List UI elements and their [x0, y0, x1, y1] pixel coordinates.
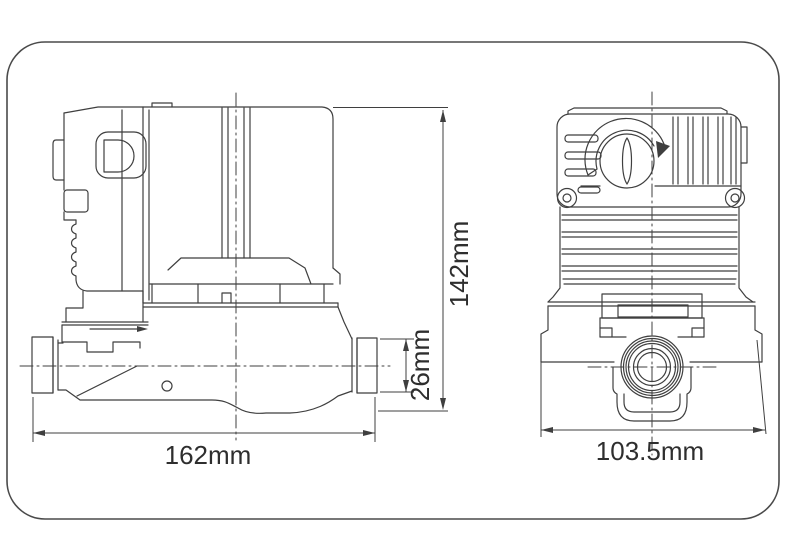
pump-body-side: [19, 92, 391, 441]
dimension-label-length: 162mm: [165, 440, 252, 470]
dimension-width-103_5mm: 103.5mm: [540, 338, 767, 466]
rotation-arc: [584, 117, 665, 176]
vent-slot: [564, 134, 599, 143]
control-head-front: [556, 107, 748, 209]
dimension-height-142mm: 142mm: [333, 107, 474, 412]
dimension-label-height: 142mm: [444, 221, 474, 308]
drain-plug-hole: [161, 380, 173, 392]
motor-side: [142, 102, 341, 308]
vent-slot: [564, 168, 597, 177]
pump-body-front: [540, 91, 763, 456]
dimension-length-162mm: 162mm: [32, 397, 376, 470]
speed-selector-dial: [584, 117, 670, 189]
dimension-label-port: 26mm: [405, 329, 435, 401]
motor-front: [547, 206, 754, 303]
head-fins: [580, 116, 742, 187]
flow-direction-arrow: [89, 326, 148, 332]
terminal-box-side: [52, 106, 149, 353]
dimension-label-width: 103.5mm: [596, 436, 704, 466]
rotation-arrowhead: [656, 141, 670, 158]
drawing-border: [6, 41, 780, 520]
head-screws: [556, 187, 746, 209]
pump-front-view: [540, 91, 763, 456]
vent-slot: [577, 186, 601, 194]
dimension-port-26mm: 26mm: [380, 329, 435, 401]
volute-chamfer-line: [76, 365, 138, 397]
pump-side-view: [19, 92, 391, 441]
